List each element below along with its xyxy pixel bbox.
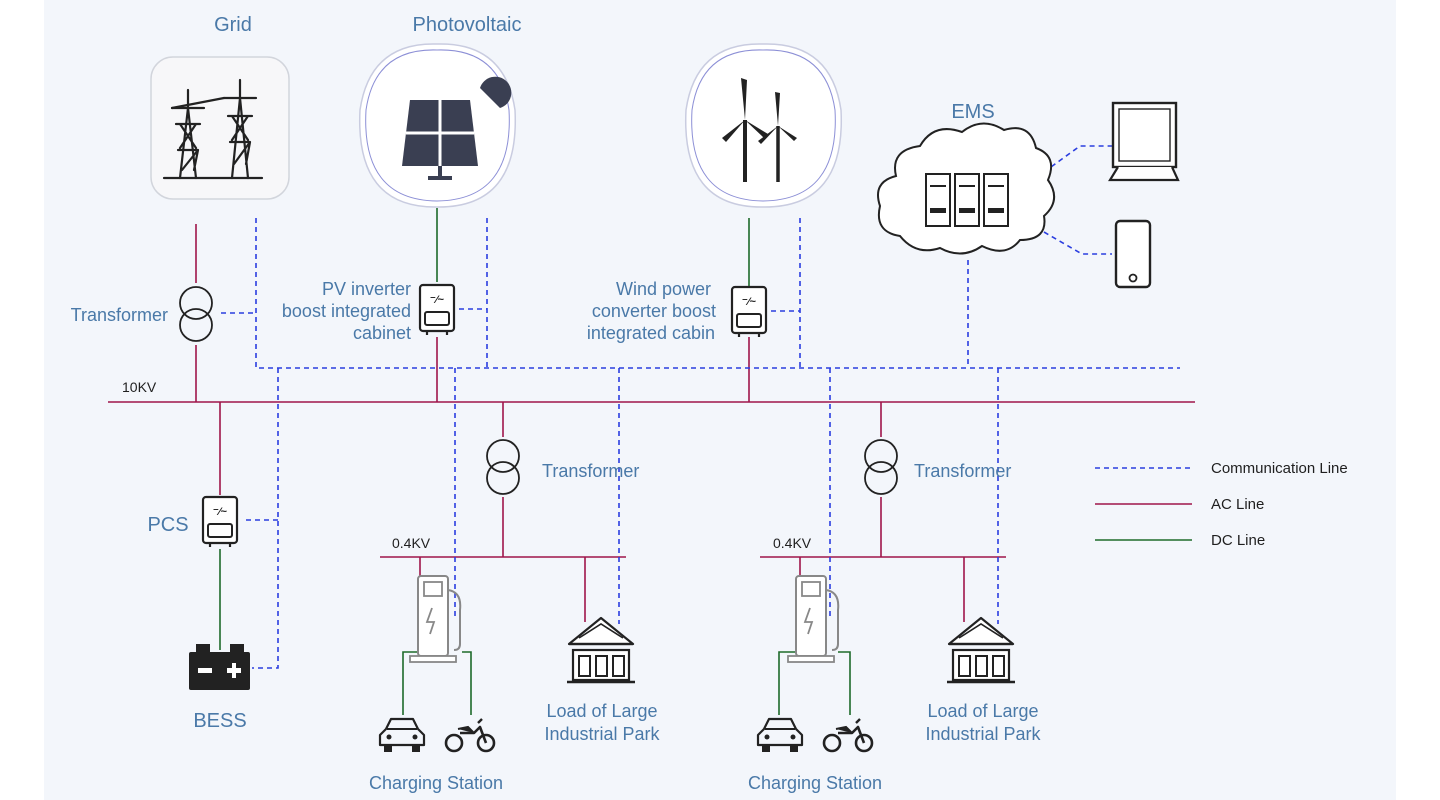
transmission-tower-icon — [150, 56, 290, 200]
transformer-main-symbol — [179, 286, 213, 342]
bess-label: BESS — [193, 710, 246, 732]
wind-converter-label-3: integrated cabin — [587, 323, 715, 343]
pv-inverter-label-2: boost integrated — [282, 301, 411, 321]
wind-turbine-icon — [684, 43, 842, 208]
transformer-right-symbol — [864, 439, 898, 495]
grid-label: Grid — [214, 14, 252, 36]
motorcycle-right-icon — [822, 717, 874, 753]
comm-main-bus — [255, 218, 1180, 369]
pv-inverter-label-1: PV inverter — [322, 279, 411, 299]
charging-left-label: Charging Station — [369, 773, 503, 793]
cloud-servers-icon — [877, 122, 1055, 255]
motorcycle-left-icon — [444, 717, 496, 753]
pv-inverter-icon — [418, 283, 456, 337]
load-left-label-2: Industrial Park — [544, 724, 660, 744]
comm-ems-monitor — [1043, 145, 1112, 173]
charging-left-moto-dc-line — [462, 651, 472, 715]
battery-icon — [189, 644, 250, 690]
factory-right-icon — [945, 616, 1017, 684]
bus-04kv-right-label: 0.4KV — [773, 535, 812, 551]
pcs-label: PCS — [147, 514, 188, 536]
transformer-left-label: Transformer — [542, 461, 639, 481]
factory-left-icon — [565, 616, 637, 684]
transformer-main-label: Transformer — [71, 305, 168, 325]
ems-label: EMS — [951, 101, 994, 123]
photovoltaic-label: Photovoltaic — [413, 14, 522, 36]
transformer-left-symbol — [486, 439, 520, 495]
charging-left-car-dc-line — [402, 651, 420, 715]
monitor-icon — [1108, 101, 1180, 182]
bus-04kv-left-label: 0.4KV — [392, 535, 431, 551]
charging-pile-left-icon — [409, 575, 462, 663]
legend-dc-label: DC Line — [1211, 532, 1265, 549]
load-left-label-1: Load of Large — [546, 701, 657, 721]
charging-right-label: Charging Station — [748, 773, 882, 793]
car-right-icon — [756, 717, 804, 754]
wind-converter-label-2: converter boost — [592, 301, 716, 321]
legend-communication-label: Communication Line — [1211, 460, 1348, 477]
wind-converter-icon — [730, 285, 768, 339]
solar-panel-icon — [358, 43, 516, 208]
legend-ac-label: AC Line — [1211, 496, 1264, 513]
wind-converter-label-1: Wind power — [616, 279, 711, 299]
comm-bess-pcs — [246, 368, 279, 669]
comm-ems-phone — [1043, 231, 1112, 255]
pv-inverter-label-3: cabinet — [353, 323, 411, 343]
load-right-label-1: Load of Large — [927, 701, 1038, 721]
charging-right-car-dc-line — [778, 651, 800, 715]
smartphone-icon — [1114, 219, 1152, 289]
pcs-inverter-icon — [201, 495, 239, 549]
car-left-icon — [378, 717, 426, 754]
transformer-right-label: Transformer — [914, 461, 1011, 481]
bus-10kv-label: 10KV — [122, 379, 157, 395]
load-right-label-2: Industrial Park — [925, 724, 1041, 744]
charging-right-moto-dc-line — [838, 651, 851, 715]
